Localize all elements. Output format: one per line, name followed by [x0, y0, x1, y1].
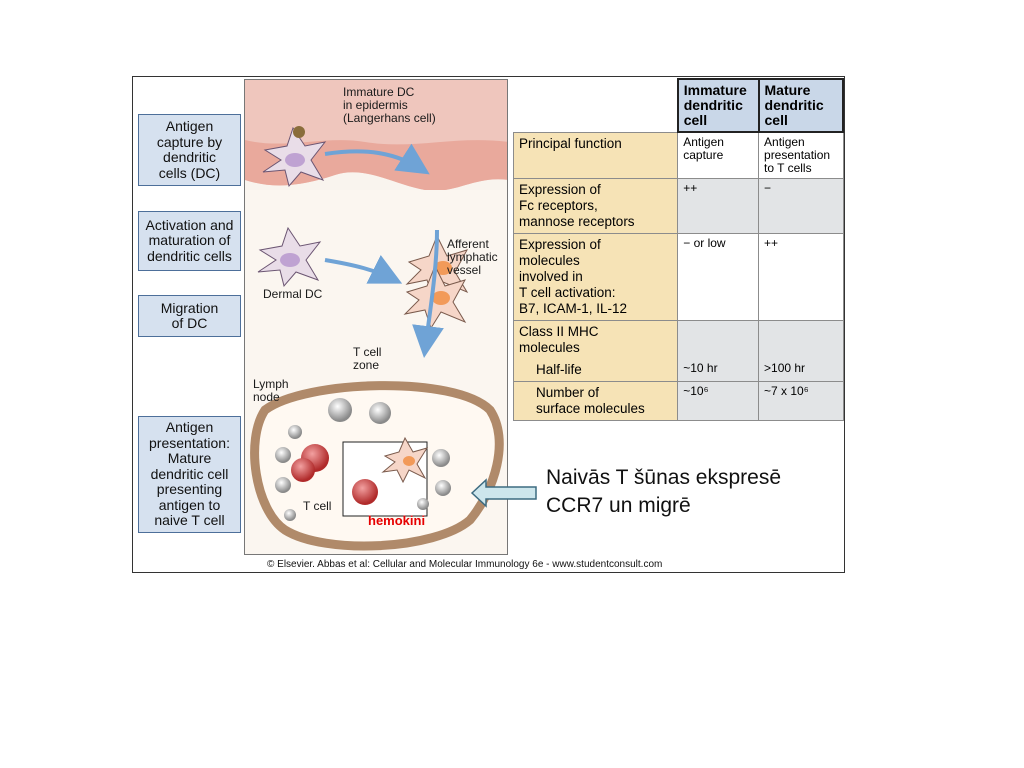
dc-comparison-table: Immature dendritic cell Mature dendritic… — [512, 78, 845, 421]
t-cell-zone-label: T cell zone — [353, 345, 382, 372]
cell-immature-half-life: ~10 hr — [677, 359, 760, 382]
col-header-mature: Mature dendritic cell — [757, 78, 845, 133]
stage-box-migration: Migration of DC — [138, 295, 241, 337]
cell-mature-half-life: >100 hr — [758, 359, 844, 382]
t-cell-label: T cell — [303, 499, 332, 513]
afferent-vessel-label: Afferent lymphatic vessel — [447, 237, 498, 277]
cell-immature-mhc — [677, 320, 760, 359]
ccr7-note: Naivās T šūnas ekspresē CCR7 un migrē — [546, 466, 782, 517]
callout-arrow-icon — [470, 478, 537, 508]
cell-immature-surface: ~10⁶ — [677, 381, 760, 421]
row-surface-molecules: Number of surface molecules — [512, 381, 679, 421]
cell-immature-activation: − or low — [677, 233, 760, 321]
dermal-dc — [257, 226, 322, 288]
cell-mature-mhc — [758, 320, 844, 359]
dc-illustration — [245, 80, 507, 554]
cell-mature-activation: ++ — [758, 233, 844, 321]
dc-illustration-panel: Immature DC in epidermis (Langerhans cel… — [244, 79, 508, 555]
stage-box-antigen-capture: Antigen capture by dendritic cells (DC) — [138, 114, 241, 186]
copyright-line: © Elsevier. Abbas et al: Cellular and Mo… — [267, 559, 663, 570]
cell-immature-fc: ++ — [677, 178, 760, 234]
cell-mature-fc: − — [758, 178, 844, 234]
row-principal-function: Principal function — [512, 131, 679, 179]
cell-immature-function: Antigen capture — [677, 131, 760, 179]
cell-mature-function: Antigen presentation to T cells — [758, 131, 844, 179]
immature-dc-label: Immature DC in epidermis (Langerhans cel… — [343, 85, 436, 125]
langerhans-cell — [262, 126, 327, 188]
cell-mature-surface: ~7 x 10⁶ — [758, 381, 844, 421]
col-header-immature: Immature dendritic cell — [676, 78, 760, 133]
chemokines-label: hemokini — [368, 513, 426, 528]
stage-box-activation: Activation and maturation of dendritic c… — [138, 211, 241, 271]
row-fc-receptors: Expression of Fc receptors, mannose rece… — [512, 178, 679, 234]
row-class-ii-mhc: Class II MHC molecules — [512, 320, 679, 359]
row-half-life: Half-life — [512, 359, 679, 382]
dermal-dc-label: Dermal DC — [263, 287, 323, 301]
figure-frame: Antigen capture by dendritic cells (DC) … — [132, 76, 845, 573]
row-t-cell-activation: Expression of molecules involved in T ce… — [512, 233, 679, 321]
stage-box-antigen-presentation: Antigen presentation: Mature dendritic c… — [138, 416, 241, 533]
lymph-node-label: Lymph node — [253, 377, 289, 404]
